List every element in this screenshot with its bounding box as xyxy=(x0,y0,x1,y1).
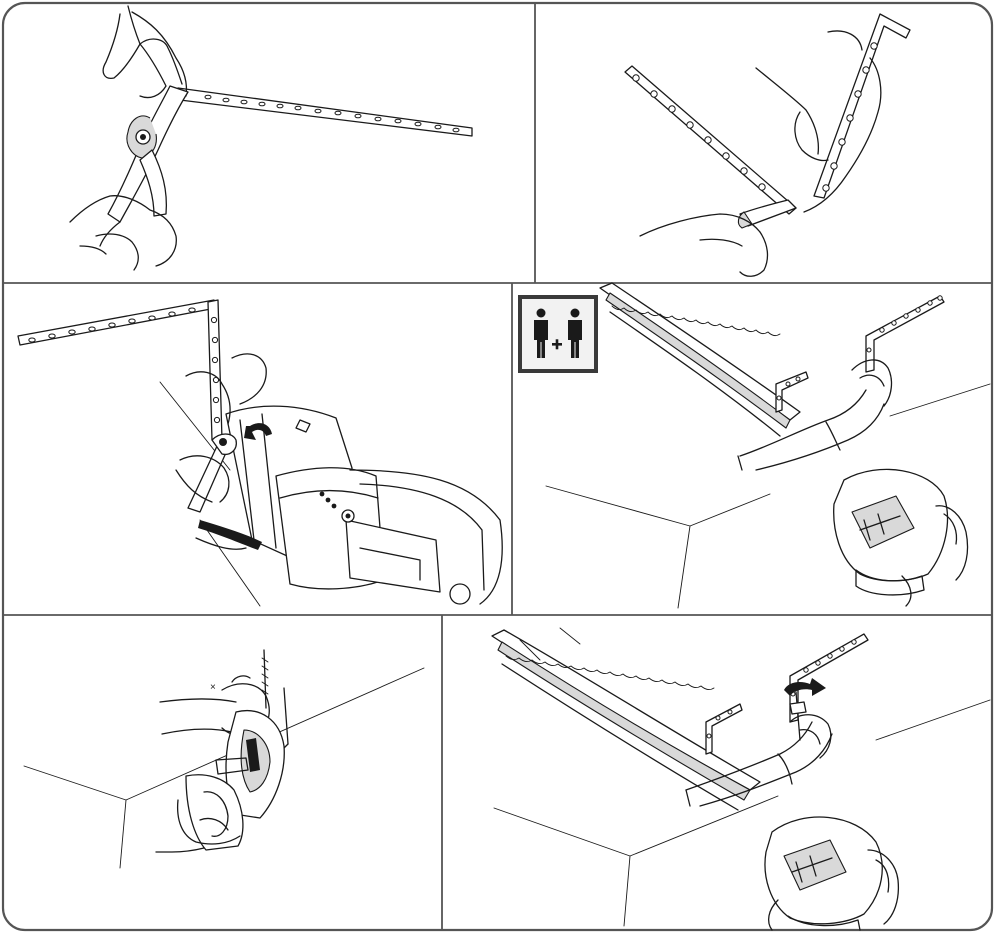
svg-text:×: × xyxy=(210,682,216,693)
screw-strap-to-ceiling-icon xyxy=(492,628,990,930)
wrench-attaching-strap-icon xyxy=(18,300,502,606)
two-persons-badge xyxy=(520,297,596,371)
hold-opener-to-ceiling-icon xyxy=(520,283,990,608)
pliers-bending-strap-icon xyxy=(70,6,472,270)
drill-ceiling-icon: × xyxy=(24,650,424,868)
strap-holes xyxy=(29,308,195,342)
pliers-bending-strap-end-icon xyxy=(625,14,910,276)
